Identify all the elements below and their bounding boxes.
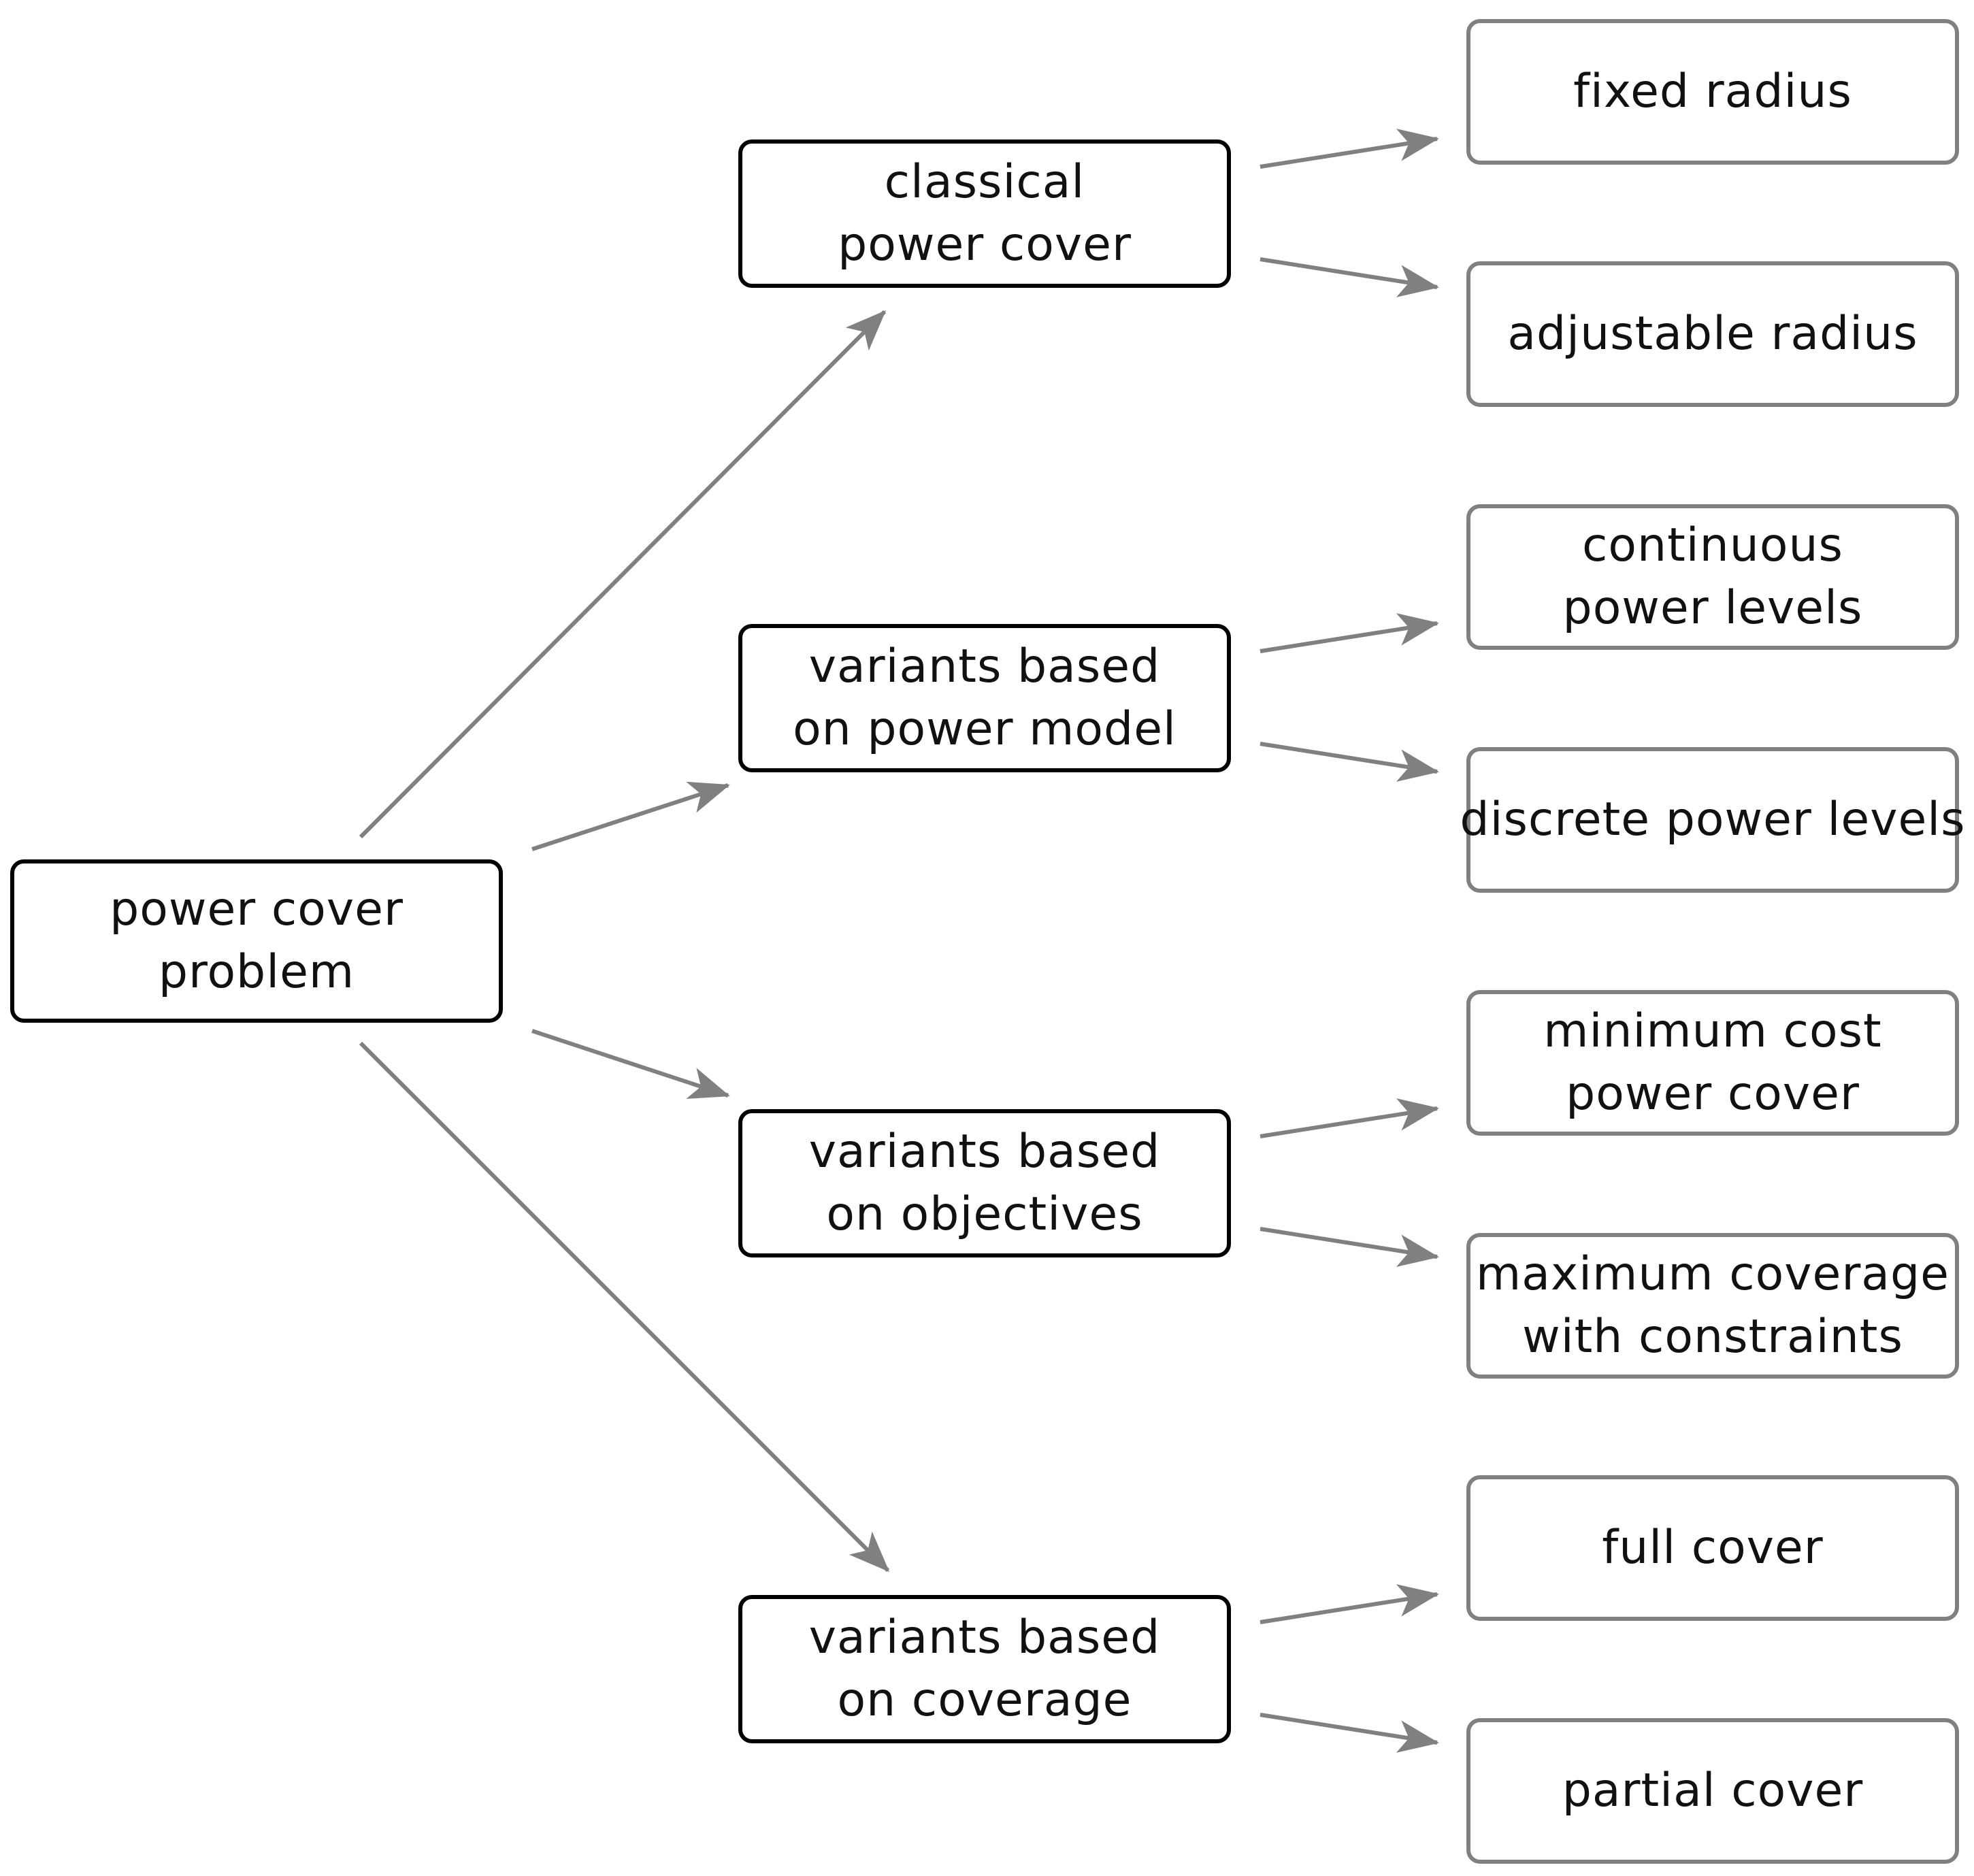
- node-variants-objectives: variants based on objectives: [738, 1109, 1231, 1257]
- node-label-line: maximum coverage: [1476, 1247, 1950, 1301]
- edge-root-to-classical: [359, 310, 887, 839]
- node-label-line: adjustable radius: [1507, 307, 1918, 361]
- node-variants-power-model: variants based on power model: [738, 624, 1231, 772]
- edge-power-model-to-discrete: [1260, 742, 1439, 782]
- edge-root-to-objectives: [531, 1029, 730, 1099]
- node-label-line: problem: [158, 945, 355, 999]
- node-label-line: full cover: [1602, 1521, 1824, 1575]
- node-power-cover-problem: power cover problem: [10, 859, 503, 1023]
- edge-root-to-power-model: [531, 781, 730, 851]
- node-label-line: partial cover: [1562, 1764, 1864, 1817]
- edge-classical-to-fixed-radius: [1260, 129, 1439, 169]
- node-discrete-power-levels: discrete power levels: [1460, 747, 1965, 893]
- node-label-line: minimum cost: [1543, 1004, 1882, 1058]
- node-variants-coverage: variants based on coverage: [738, 1595, 1231, 1743]
- edge-objectives-to-maximum-coverage: [1260, 1227, 1439, 1267]
- node-label-line: power levels: [1562, 581, 1863, 635]
- node-full-cover: full cover: [1466, 1475, 1959, 1621]
- edge-classical-to-adjustable-radius: [1260, 257, 1439, 297]
- node-partial-cover: partial cover: [1466, 1718, 1959, 1864]
- node-minimum-cost-power-cover: minimum cost power cover: [1466, 990, 1959, 1136]
- edge-power-model-to-continuous: [1260, 613, 1439, 653]
- node-label-line: continuous: [1582, 519, 1843, 572]
- node-label-line: classical: [884, 155, 1085, 209]
- node-label-line: fixed radius: [1573, 65, 1852, 118]
- edge-coverage-to-partial-cover: [1260, 1713, 1439, 1753]
- edge-coverage-to-full-cover: [1260, 1584, 1439, 1624]
- node-classical-power-cover: classical power cover: [738, 139, 1231, 288]
- node-label-line: discrete power levels: [1460, 793, 1966, 846]
- node-label-line: power cover: [110, 883, 404, 936]
- node-label-line: on coverage: [837, 1673, 1132, 1727]
- node-maximum-coverage-constraints: maximum coverage with constraints: [1466, 1233, 1959, 1379]
- node-label-line: variants based: [808, 1611, 1161, 1664]
- node-label-line: variants based: [808, 1125, 1161, 1179]
- edge-objectives-to-minimum-cost: [1260, 1098, 1439, 1138]
- node-label-line: on objectives: [826, 1187, 1143, 1241]
- node-continuous-power-levels: continuous power levels: [1466, 504, 1959, 650]
- node-label-line: on power model: [793, 702, 1177, 756]
- edge-root-to-coverage: [359, 1041, 890, 1573]
- node-adjustable-radius: adjustable radius: [1466, 261, 1959, 407]
- node-label-line: variants based: [808, 640, 1161, 693]
- node-fixed-radius: fixed radius: [1466, 19, 1959, 165]
- node-label-line: power cover: [1566, 1067, 1860, 1121]
- node-label-line: with constraints: [1522, 1310, 1903, 1364]
- node-label-line: power cover: [838, 218, 1132, 271]
